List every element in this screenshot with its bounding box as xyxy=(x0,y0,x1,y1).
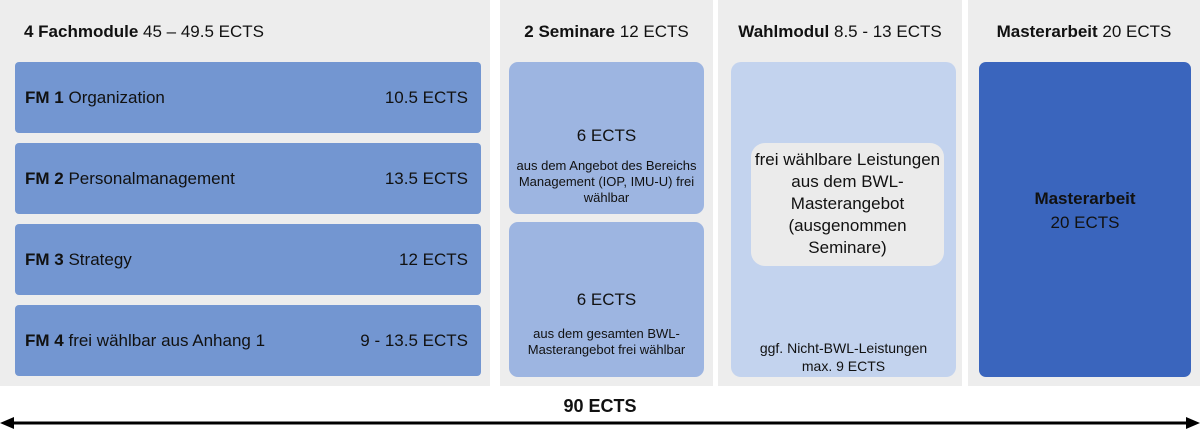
fm-2-label: FM 2 Personalmanagement xyxy=(25,169,235,189)
arrow-head-right xyxy=(1186,417,1200,429)
wahlmodul-header-title: Wahlmodul xyxy=(738,22,830,41)
masterarbeit-ects: 20 ECTS xyxy=(1050,213,1120,232)
fm-3-label: FM 3 Strategy xyxy=(25,250,132,270)
fm-4-name: frei wählbar aus Anhang 1 xyxy=(68,330,266,350)
wahlmodul-column: Wahlmodul 8.5 - 13 ECTS frei wählbare Le… xyxy=(718,0,962,386)
wahlmodul-note: ggf. Nicht-BWL-Leistungen max. 9 ECTS xyxy=(731,339,956,375)
fachmodule-header: 4 Fachmodule 45 – 49.5 ECTS xyxy=(24,22,264,42)
seminar-1-box: 6 ECTS aus dem Angebot des Bereichs Mana… xyxy=(509,62,704,214)
seminare-header-title: 2 Seminare xyxy=(524,22,615,41)
arrow-head-left xyxy=(0,417,14,429)
fm-3-ects: 12 ECTS xyxy=(399,249,468,269)
masterarbeit-header-ects: 20 ECTS xyxy=(1102,22,1172,41)
fm-4-label: FM 4 frei wählbar aus Anhang 1 xyxy=(25,331,265,351)
seminare-header: 2 Seminare 12 ECTS xyxy=(500,22,713,42)
fm-1-label: FM 1 Organization xyxy=(25,88,165,108)
fm-1-code: FM 1 xyxy=(25,87,64,107)
fm-4-code: FM 4 xyxy=(25,330,64,350)
fm-4-box: FM 4 frei wählbar aus Anhang 1 9 - 13.5 … xyxy=(15,305,481,376)
masterarbeit-column: Masterarbeit 20 ECTS Masterarbeit 20 ECT… xyxy=(968,0,1200,386)
seminar-1-ects: 6 ECTS xyxy=(576,126,637,145)
fm-2-code: FM 2 xyxy=(25,168,64,188)
wahlmodul-note-line-1: ggf. Nicht-BWL-Leistungen xyxy=(759,340,928,356)
fachmodule-column: 4 Fachmodule 45 – 49.5 ECTS FM 1 Organiz… xyxy=(0,0,490,386)
wahlmodul-header: Wahlmodul 8.5 - 13 ECTS xyxy=(718,22,962,42)
fm-2-box: FM 2 Personalmanagement 13.5 ECTS xyxy=(15,143,481,214)
fm-1-name: Organization xyxy=(68,87,165,107)
fachmodule-header-ects: 45 – 49.5 ECTS xyxy=(143,22,265,41)
fm-1-box: FM 1 Organization 10.5 ECTS xyxy=(15,62,481,133)
fm-3-code: FM 3 xyxy=(25,249,64,269)
wahlmodul-header-ects: 8.5 - 13 ECTS xyxy=(833,22,942,41)
total-double-arrow xyxy=(0,417,1200,429)
fm-2-ects: 13.5 ECTS xyxy=(384,168,468,188)
seminar-2-desc: aus dem gesamten BWL-Masterangebot frei … xyxy=(527,326,686,357)
masterarbeit-header-title: Masterarbeit xyxy=(996,22,1098,41)
fm-1-ects: 10.5 ECTS xyxy=(384,87,468,107)
seminar-1-desc: aus dem Angebot des Bereichs Management … xyxy=(516,158,697,205)
fachmodule-header-title: 4 Fachmodule xyxy=(24,22,139,41)
wahlmodul-note-line-2: max. 9 ECTS xyxy=(801,358,886,374)
total-ects-label: 90 ECTS xyxy=(563,396,637,416)
wahlmodul-inner-text: frei wählbare Leistungen aus dem BWL-Mas… xyxy=(751,143,944,266)
masterarbeit-title: Masterarbeit xyxy=(1034,189,1136,208)
fm-3-name: Strategy xyxy=(68,249,132,269)
fm-2-name: Personalmanagement xyxy=(68,168,235,188)
seminar-2-ects: 6 ECTS xyxy=(576,290,637,309)
masterarbeit-box: Masterarbeit 20 ECTS xyxy=(979,62,1191,377)
seminare-column: 2 Seminare 12 ECTS 6 ECTS aus dem Angebo… xyxy=(500,0,713,386)
masterarbeit-header: Masterarbeit 20 ECTS xyxy=(968,22,1200,42)
seminare-header-ects: 12 ECTS xyxy=(619,22,689,41)
seminar-2-box: 6 ECTS aus dem gesamten BWL-Masterangebo… xyxy=(509,222,704,377)
fm-3-box: FM 3 Strategy 12 ECTS xyxy=(15,224,481,295)
fm-4-ects: 9 - 13.5 ECTS xyxy=(360,330,468,350)
wahlmodul-box: frei wählbare Leistungen aus dem BWL-Mas… xyxy=(731,62,956,377)
